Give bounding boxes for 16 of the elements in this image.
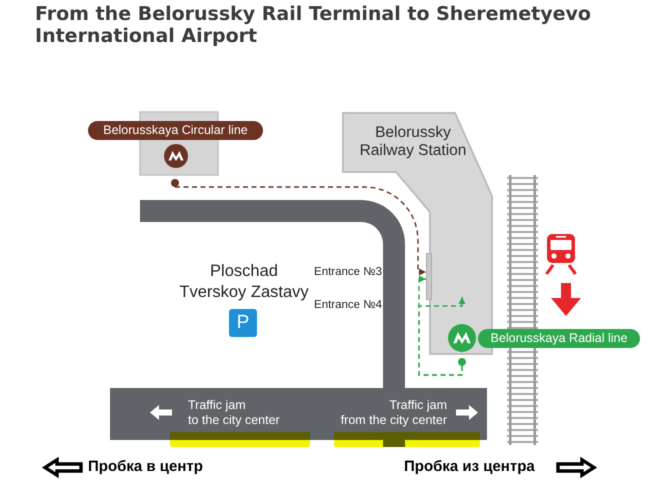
road-label: Traffic jam from the city center (340, 398, 447, 428)
station-dot (458, 358, 466, 366)
entrance-door (426, 253, 432, 300)
station-dot (171, 179, 179, 187)
place-name: Ploschad Tverskoy Zastavy (178, 261, 310, 303)
metro-line-tag: Belorusskaya Radial line (478, 329, 640, 348)
annotation-text: Пробка из центра (404, 458, 536, 476)
title: From the Belorussky Rail Terminal to Sheremetyevo International Airport (35, 3, 592, 47)
parking-sign: P (229, 309, 257, 337)
entrance-label: Entrance №3 (313, 265, 382, 279)
road-label: Traffic jam to the city center (188, 398, 281, 428)
route-arrow (174, 186, 426, 276)
entrance-label: Entrance №4 (313, 298, 382, 312)
metro-line-tag: Belorusskaya Circular line (88, 121, 263, 140)
station-name: Belorussky Railway Station (358, 124, 468, 160)
annotation-text: Пробка в центр (88, 458, 204, 476)
